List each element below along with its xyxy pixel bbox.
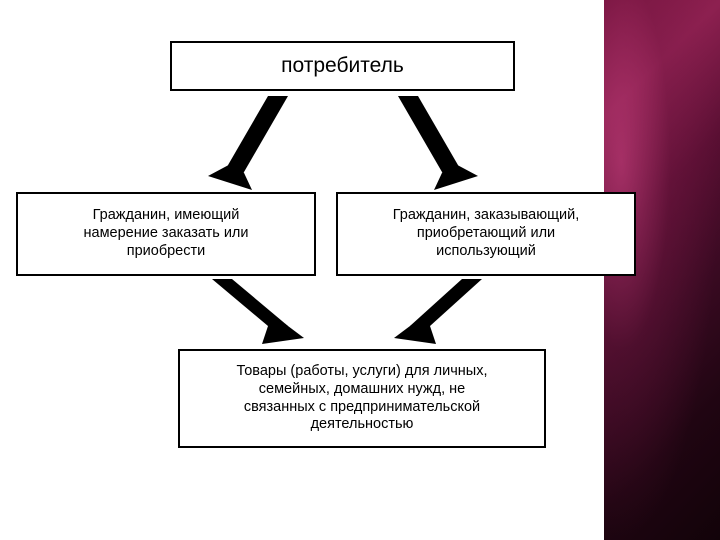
arrow-top-to-right (398, 96, 478, 190)
decorative-gradient-band (604, 0, 720, 540)
node-intending-citizen: Гражданин, имеющий намерение заказать ил… (16, 192, 316, 276)
node-ordering-citizen-label: Гражданин, заказывающий, приобретающий и… (392, 207, 580, 259)
node-consumer-label: потребитель (281, 54, 404, 78)
arrow-top-to-left (208, 96, 288, 190)
node-goods-services: Товары (работы, услуги) для личных, семе… (178, 349, 546, 448)
arrow-right-to-bottom (394, 279, 482, 344)
node-intending-citizen-label: Гражданин, имеющий намерение заказать ил… (83, 207, 249, 259)
node-goods-services-label: Товары (работы, услуги) для личных, семе… (236, 363, 488, 433)
node-ordering-citizen: Гражданин, заказывающий, приобретающий и… (336, 192, 636, 276)
arrow-left-to-bottom (212, 279, 304, 344)
node-consumer: потребитель (170, 41, 515, 91)
